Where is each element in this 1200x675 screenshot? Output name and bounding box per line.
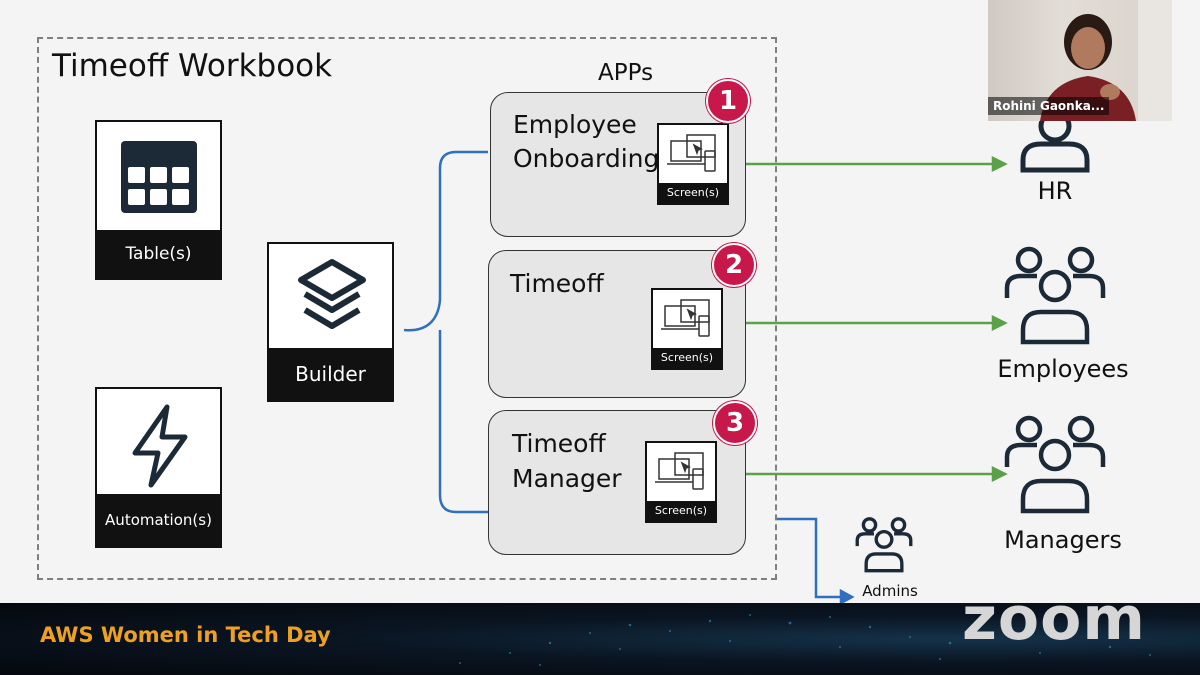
app-title-line2: Manager [512,464,622,493]
app3-to-managers-arrow [745,465,1008,483]
hr-label: HR [1037,177,1073,205]
managers-group-icon [1004,415,1106,514]
workbook-title: Timeoff Workbook [52,48,333,84]
table-icon [121,141,197,213]
devices-icon [661,299,710,337]
app-title-line1: Timeoff [512,429,606,458]
screens-component: Screen(s) [645,441,717,523]
screens-label: Screen(s) [653,348,721,368]
app-timeoff-manager: Timeoff Manager Screen(s) [488,410,746,555]
app-number-badge-1: 1 [706,79,750,123]
builder-component: Builder [267,242,394,402]
app3-to-admins-arrow [777,517,855,603]
devices-icon [667,134,716,172]
admins-group-icon [855,517,913,573]
devices-icon [655,452,704,490]
builder-to-apps-brace [403,150,488,514]
app-timeoff: Timeoff Screen(s) [488,250,746,398]
app1-to-hr-arrow [745,155,1008,173]
tables-label: Table(s) [97,230,220,278]
hr-user-icon [1020,112,1090,173]
app-number-badge-3: 3 [713,401,757,445]
managers-label: Managers [1004,526,1122,554]
app2-to-employees-arrow [745,314,1008,332]
lightning-icon [132,404,188,488]
screens-label: Screen(s) [647,501,715,521]
app-number-badge-2: 2 [712,243,756,287]
connector-lines [403,150,1008,603]
app-title-line2: Onboarding [513,144,660,173]
workbook-frame [37,37,777,580]
zoom-logo: zoom [962,584,1146,654]
layers-icon [298,259,366,329]
screens-component: Screen(s) [651,288,723,370]
app-title-line1: Employee [513,110,637,139]
employees-label: Employees [997,355,1129,383]
event-title: AWS Women in Tech Day [40,623,331,647]
screens-component: Screen(s) [657,123,729,205]
admins-label: Admins [862,582,918,600]
participant-video-thumbnail[interactable]: Rohini Gaonka... [988,0,1172,121]
automations-label: Automation(s) [97,494,220,546]
apps-heading: APPs [598,60,654,86]
participant-name-label: Rohini Gaonka... [988,97,1110,115]
screens-label: Screen(s) [659,183,727,203]
footer-bar [0,603,1200,675]
automations-component: Automation(s) [95,387,222,548]
employees-group-icon [1004,246,1106,345]
app-employee-onboarding: Employee Onboarding Screen(s) [490,92,746,237]
footer-particle-decoration [459,614,1151,666]
app-title-line1: Timeoff [510,269,604,298]
builder-label: Builder [269,348,392,400]
tables-component: Table(s) [95,120,222,280]
